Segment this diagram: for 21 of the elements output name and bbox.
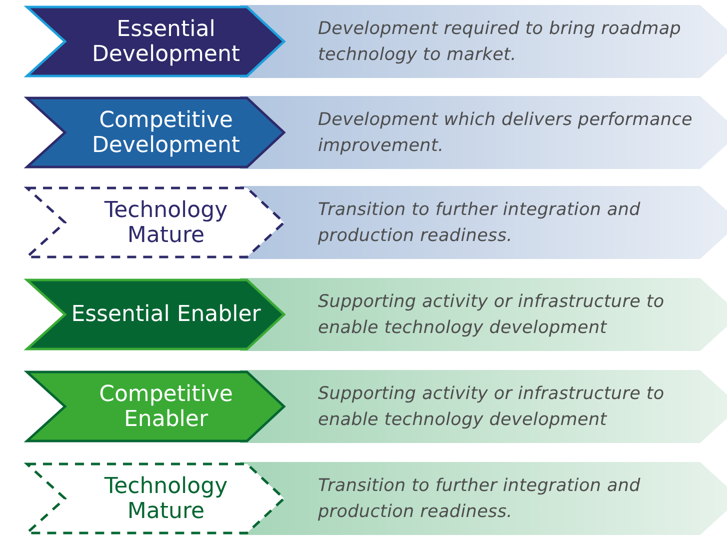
chevron-title: Technology Mature	[103, 198, 229, 248]
description-text: Transition to further integration and production readiness.	[318, 198, 642, 248]
description-text: Development required to bring roadmap technology to market.	[318, 18, 682, 66]
chevron-title: Essential Enabler	[71, 302, 261, 327]
chevron-label	[25, 370, 287, 443]
description-banner	[240, 370, 727, 443]
chevron-title: Technology Mature	[103, 474, 229, 524]
chevron-title: Competitive Enabler	[98, 382, 234, 432]
description-banner	[240, 96, 727, 169]
chevron-label	[25, 96, 287, 169]
description-text: Supporting activity or infrastructure to enable technology development	[318, 290, 666, 340]
chevron-title: Competitive Development	[90, 108, 242, 158]
description-banner	[240, 5, 727, 78]
description-banner	[240, 186, 727, 259]
description-text: Supporting activity or infrastructure to enable technology development	[318, 382, 666, 432]
chevron-title: Essential Development	[90, 16, 242, 66]
chevron-label	[25, 278, 287, 351]
description-text: Development which delivers performance improvement.	[318, 108, 694, 158]
chevron-label	[25, 5, 287, 78]
description-text: Transition to further integration and production readiness.	[318, 474, 642, 524]
description-banner	[240, 462, 727, 535]
